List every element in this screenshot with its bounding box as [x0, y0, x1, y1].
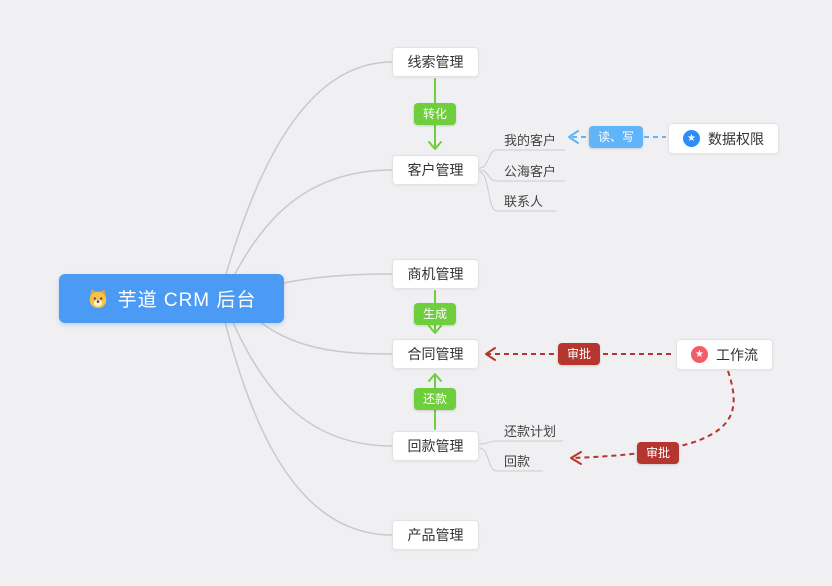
node-lead-label: 线索管理 [407, 54, 464, 70]
branch-curve-product [221, 309, 393, 536]
arrow-approve-receipt-line [571, 370, 735, 459]
star-icon-red: ★ [691, 346, 708, 363]
arrow-approve-receipt-head [570, 451, 582, 465]
leaf-contact[interactable]: 联系人 [504, 194, 544, 209]
star-icon-blue: ★ [683, 130, 700, 147]
arrow-convert-head [428, 141, 442, 150]
badge-approve-contract: 审批 [557, 343, 601, 365]
badge-convert: 转化 [413, 103, 457, 125]
node-contract-management[interactable]: 合同管理 [392, 339, 479, 369]
leaf-public-customer[interactable]: 公海客户 [504, 164, 557, 179]
node-data-permission-label: 数据权限 [708, 130, 764, 147]
node-workflow[interactable]: ★ 工作流 [676, 339, 773, 370]
node-workflow-label: 工作流 [716, 346, 758, 363]
node-lead-management[interactable]: 线索管理 [392, 47, 479, 77]
dog-icon [89, 288, 106, 308]
arrow-readwrite-head [568, 130, 579, 144]
leaf-repayment-plan[interactable]: 还款计划 [504, 424, 557, 439]
branch-curve-customer [225, 169, 393, 293]
node-contract-label: 合同管理 [407, 346, 464, 362]
root-label: 芋道 CRM 后台 [117, 290, 257, 311]
child-link-repay-plan [478, 440, 563, 445]
node-business-management[interactable]: 商机管理 [392, 259, 479, 289]
node-customer-label: 客户管理 [407, 162, 464, 178]
root-node-crm[interactable]: 芋道 CRM 后台 [59, 274, 284, 323]
badge-approve-receipt: 审批 [636, 442, 680, 464]
child-link-my-customer [478, 149, 565, 169]
node-customer-management[interactable]: 客户管理 [392, 155, 479, 185]
branch-curve-lead [221, 61, 393, 289]
child-link-receipt [478, 447, 543, 472]
node-data-permission[interactable]: ★ 数据权限 [668, 123, 779, 154]
branch-curve-receivable [225, 305, 393, 447]
badge-generate: 生成 [413, 303, 457, 325]
arrow-generate-head [428, 325, 442, 334]
node-receivable-label: 回款管理 [407, 438, 464, 454]
node-product-label: 产品管理 [407, 527, 464, 543]
leaf-receipt[interactable]: 回款 [504, 454, 531, 469]
leaf-my-customer[interactable]: 我的客户 [504, 133, 557, 148]
badge-repay: 还款 [413, 388, 457, 410]
badge-read-write: 读、写 [588, 126, 644, 148]
arrow-approve-contract-head [485, 347, 496, 361]
node-receivable-management[interactable]: 回款管理 [392, 431, 479, 461]
child-link-public-customer [478, 169, 565, 182]
child-link-contact [478, 171, 556, 212]
node-product-management[interactable]: 产品管理 [392, 520, 479, 550]
node-business-label: 商机管理 [407, 266, 464, 282]
arrow-repay-head [428, 373, 442, 382]
